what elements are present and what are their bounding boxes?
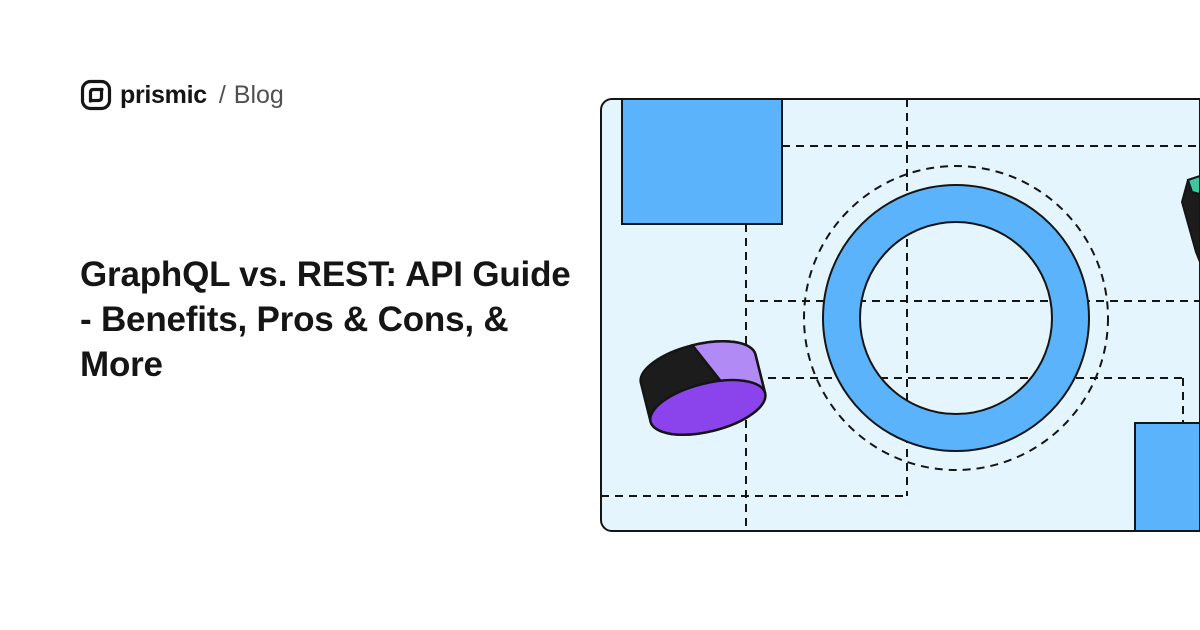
brand-header[interactable]: prismic / Blog xyxy=(80,78,284,112)
blue-square-top xyxy=(621,99,783,225)
purple-puck xyxy=(639,340,767,436)
prismic-logo-icon xyxy=(80,79,112,111)
article-title: GraphQL vs. REST: API Guide - Benefits, … xyxy=(80,255,571,384)
gem-shape xyxy=(1180,174,1200,263)
blue-ring xyxy=(821,184,1091,452)
brand-separator: / xyxy=(218,80,226,109)
dashed-lines xyxy=(601,99,1200,531)
illustration-panel-border xyxy=(600,98,1200,532)
blue-square-bottom xyxy=(1134,422,1200,531)
brand-section: Blog xyxy=(233,80,284,109)
brand-name: prismic xyxy=(120,80,207,109)
